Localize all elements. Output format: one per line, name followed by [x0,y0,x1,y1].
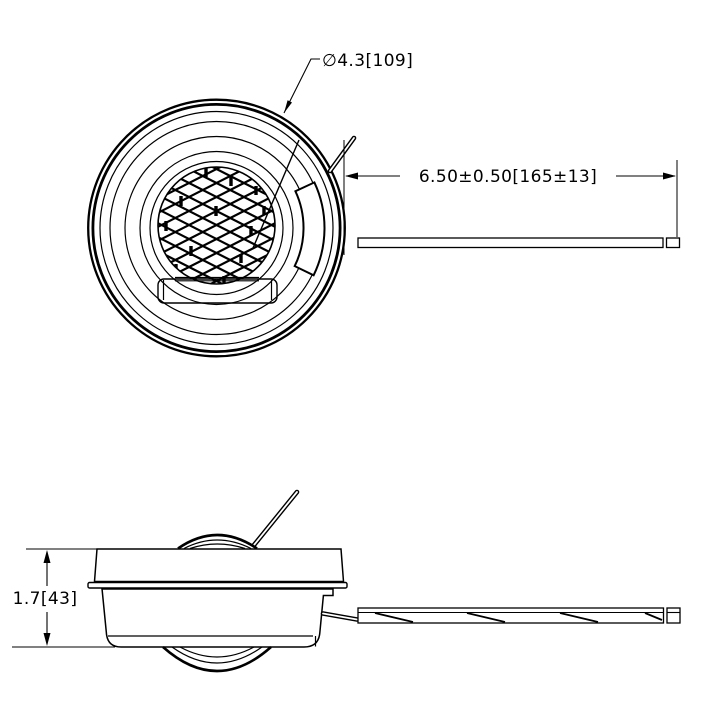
side-lead-wire [251,489,300,548]
mounting-bracket [157,278,278,304]
cable-top-view [357,237,681,249]
grille-rim [157,166,276,285]
cable-length-dimension: 6.50±0.50[165±13] [343,140,678,255]
lead-wire [327,135,357,174]
height-dimension-label: 1.7[43] [13,589,78,609]
cable-length-dimension-label: 6.50±0.50[165±13] [419,167,597,187]
flange-lip [87,581,348,589]
body [101,588,334,648]
diameter-dimension-label: ∅4.3[109] [322,51,413,71]
cable-side-view [357,607,681,624]
cable-twist-marks [374,612,663,623]
top-view [87,98,357,358]
diameter-dimension: ∅4.3[109] [283,51,413,114]
height-dimension: 1.7[43] [12,548,115,648]
lead-wire-internal [252,139,300,249]
side-exit-wire [320,611,360,622]
bottom-dome-arcs [162,646,272,673]
top-dome-arcs [177,533,258,550]
grille-shelf [175,276,259,282]
mounting-clip-arc [293,181,326,277]
side-view [87,489,360,673]
flange [93,548,345,583]
